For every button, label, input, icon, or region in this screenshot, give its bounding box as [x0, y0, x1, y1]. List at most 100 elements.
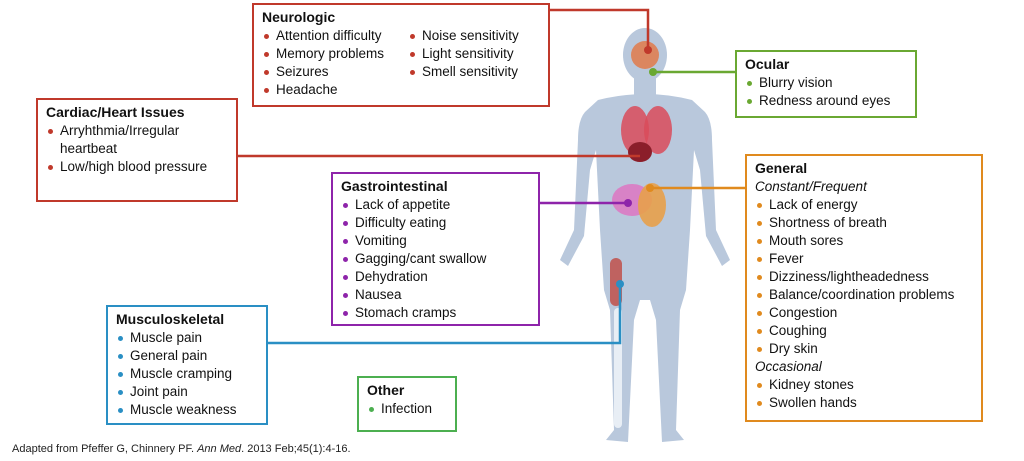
bullet-icon [410, 34, 416, 39]
general-title: General [755, 160, 808, 176]
gastrointestinal-title: Gastrointestinal [341, 178, 448, 194]
list-item-text: Joint pain [130, 384, 188, 399]
list-item: Gagging/cant swallow [341, 250, 530, 268]
bullet-icon [264, 52, 269, 57]
list-item-text: Vomiting [355, 233, 407, 248]
bullet-icon [118, 354, 123, 359]
list-item: Mouth sores [755, 232, 973, 250]
list-item-text: Dehydration [355, 269, 428, 284]
bullet-icon [118, 336, 123, 341]
list-item-text: Arryhthmia/Irregular heartbeat [60, 123, 180, 156]
general-subheading-occasional: Occasional [755, 359, 822, 374]
list-item: Low/high blood pressure [46, 158, 228, 176]
list-item-text: Low/high blood pressure [60, 159, 208, 174]
list-item-text: Seizures [276, 64, 329, 79]
list-item: Arryhthmia/Irregular heartbeat [46, 122, 228, 158]
list-item-text: Fever [769, 251, 804, 266]
bullet-icon [343, 203, 348, 208]
bullet-icon [118, 408, 123, 413]
bullet-icon [48, 165, 53, 170]
bullet-icon [757, 401, 762, 406]
neurologic-title: Neurologic [262, 9, 336, 25]
general-subheading-constant: Constant/Frequent [755, 179, 867, 194]
general-box: General Constant/Frequent Lack of energy… [745, 154, 983, 422]
list-item: Vomiting [341, 232, 530, 250]
bullet-icon [48, 129, 53, 134]
bullet-icon [757, 347, 762, 352]
bullet-icon [343, 293, 348, 298]
list-item: Fever [755, 250, 973, 268]
list-item-text: Coughing [769, 323, 827, 338]
bullet-icon [343, 221, 348, 226]
list-item-text: Attention difficulty [276, 28, 382, 43]
list-item: Muscle cramping [116, 365, 258, 383]
list-item: Kidney stones [755, 376, 973, 394]
list-item: Headache [262, 81, 384, 99]
connector-endpoints [616, 46, 657, 288]
list-item-text: Stomach cramps [355, 305, 457, 320]
organ-overlays [610, 41, 672, 428]
bullet-icon [757, 293, 762, 298]
list-item: Shortness of breath [755, 214, 973, 232]
list-item-text: Nausea [355, 287, 402, 302]
connector-lines [238, 8, 745, 345]
bullet-icon [410, 52, 416, 57]
body-silhouette [560, 28, 730, 442]
list-item: Congestion [755, 304, 973, 322]
list-item-text: Headache [276, 82, 338, 97]
list-item: Coughing [755, 322, 973, 340]
list-item-text: Dry skin [769, 341, 818, 356]
list-item-text: Shortness of breath [769, 215, 887, 230]
list-item-text: Balance/coordination problems [769, 287, 955, 302]
list-item: Seizures [262, 63, 384, 81]
bullet-icon [343, 275, 348, 280]
citation-suffix: . 2013 Feb;45(1):4-16. [241, 443, 351, 455]
bullet-icon [747, 99, 752, 104]
bullet-icon [118, 372, 123, 377]
list-item: Redness around eyes [745, 92, 907, 110]
bullet-icon [118, 390, 123, 395]
list-item-text: Kidney stones [769, 377, 854, 392]
list-item-text: General pain [130, 348, 208, 363]
list-item: Muscle pain [116, 329, 258, 347]
cardiac-title: Cardiac/Heart Issues [46, 104, 185, 120]
list-item: Smell sensitivity [408, 63, 519, 81]
musculoskeletal-title: Musculoskeletal [116, 311, 225, 327]
bullet-icon [757, 275, 762, 280]
bullet-icon [264, 70, 269, 75]
list-item: Swollen hands [755, 394, 973, 412]
other-title: Other [367, 382, 405, 398]
list-item: Balance/coordination problems [755, 286, 973, 304]
bullet-icon [757, 329, 762, 334]
other-box: Other Infection [357, 376, 457, 432]
bullet-icon [264, 88, 269, 93]
list-item: Muscle weakness [116, 401, 258, 419]
list-item: Dizziness/lightheadedness [755, 268, 973, 286]
bullet-icon [757, 311, 762, 316]
list-item: Difficulty eating [341, 214, 530, 232]
list-item: Noise sensitivity [408, 27, 519, 45]
list-item-text: Difficulty eating [355, 215, 447, 230]
list-item: Lack of appetite [341, 196, 530, 214]
source-citation: Adapted from Pfeffer G, Chinnery PF. Ann… [12, 443, 351, 455]
list-item: Attention difficulty [262, 27, 384, 45]
list-item: Infection [367, 400, 447, 418]
ocular-title: Ocular [745, 56, 790, 72]
list-item-text: Congestion [769, 305, 838, 320]
list-item: Dry skin [755, 340, 973, 358]
bullet-icon [410, 70, 416, 75]
bullet-icon [757, 221, 762, 226]
list-item-text: Smell sensitivity [422, 64, 519, 79]
citation-journal: Ann Med [197, 443, 242, 455]
bullet-icon [343, 257, 348, 262]
bullet-icon [757, 257, 762, 262]
